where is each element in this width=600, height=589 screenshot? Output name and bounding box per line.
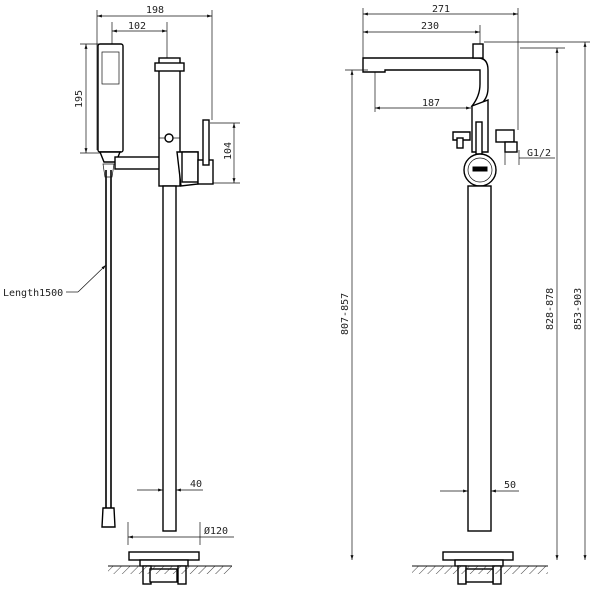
dim-spout-reach: 230: [363, 21, 481, 48]
mixer-body: [452, 98, 518, 187]
dim-thread: G1/2: [504, 148, 555, 165]
left-view: 198 102 195 104: [3, 5, 240, 585]
right-view: 271 230 187: [340, 4, 590, 585]
dim-base-diameter-label: Ø120: [204, 525, 228, 537]
dim-height-a-label: 807-857: [340, 293, 351, 335]
dim-total-width: 198: [96, 5, 213, 150]
floor-base: [108, 551, 232, 585]
dim-handshower-height-label: 195: [74, 90, 85, 108]
mixer-lever: [181, 119, 214, 185]
dim-height-c: 853-903: [484, 41, 590, 560]
dim-pipe-diameter: 40: [137, 479, 203, 492]
dim-spout-reach-label: 230: [421, 21, 439, 32]
dim-base-diameter: Ø120: [127, 522, 234, 545]
main-pipe: [154, 57, 199, 532]
dim-thread-label: G1/2: [527, 148, 551, 159]
hose-bracket: [114, 156, 161, 170]
hose-length-label: Length1500: [3, 288, 63, 299]
dim-pipe-width-label: 50: [504, 480, 516, 491]
dim-height-a: 807-857: [340, 69, 368, 560]
dim-spout-drop-label: 104: [223, 142, 234, 160]
dim-spout-inner-label: 187: [422, 98, 440, 109]
dim-overall-reach: 271: [362, 4, 519, 130]
dim-pipe-width: 50: [440, 480, 519, 493]
dim-handshower-offset: 102: [111, 21, 168, 58]
dim-handshower-height: 195: [74, 43, 100, 154]
dim-spout-inner: 187: [374, 72, 471, 112]
dim-overall-reach-label: 271: [432, 4, 450, 15]
dim-height-b-label: 828-878: [545, 288, 556, 330]
floor-base-side: [412, 551, 548, 585]
dim-spout-drop: 104: [210, 122, 240, 184]
shower-hose: [101, 163, 116, 528]
dim-height-b: 828-878: [520, 47, 565, 560]
main-pipe-side: [467, 185, 492, 532]
dim-height-c-label: 853-903: [573, 288, 584, 330]
dim-total-width-label: 198: [146, 5, 164, 16]
dim-handshower-offset-label: 102: [128, 21, 146, 32]
dim-pipe-diameter-label: 40: [190, 479, 202, 490]
spout: [362, 43, 489, 107]
hose-length-callout: Length1500: [3, 264, 107, 299]
hand-shower: [97, 43, 124, 163]
